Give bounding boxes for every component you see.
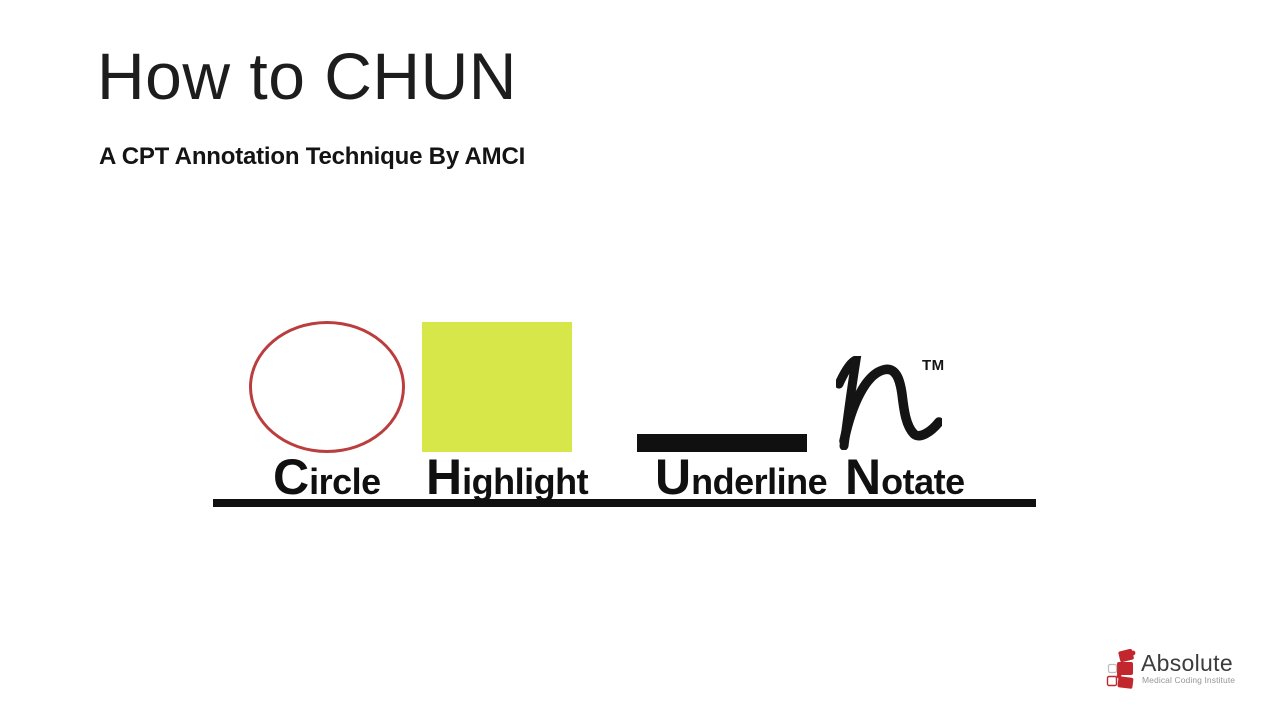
label-rest: ircle — [309, 461, 381, 502]
page-title: How to CHUN — [97, 39, 517, 113]
highlight-swatch-icon — [422, 322, 572, 452]
technique-label-notate: Notate — [845, 449, 965, 507]
brand-tagline: Medical Coding Institute — [1142, 675, 1236, 685]
label-initial: U — [655, 449, 692, 505]
brand-logo: Absolute Medical Coding Institute — [1106, 648, 1236, 694]
puzzle-piece-icon — [1106, 649, 1136, 689]
label-initial: N — [845, 449, 882, 505]
brand-name: Absolute — [1141, 650, 1233, 676]
technique-label-circle: Circle — [273, 449, 381, 507]
technique-label-underline: Underline — [655, 449, 828, 507]
script-n-icon — [836, 356, 942, 450]
trademark-symbol: TM — [922, 357, 945, 374]
label-rest: nderline — [691, 461, 828, 502]
label-initial: C — [273, 449, 310, 505]
baseline-rule — [213, 499, 1036, 507]
underline-bar-icon — [637, 434, 807, 452]
page-subtitle: A CPT Annotation Technique By AMCI — [99, 143, 526, 170]
circle-annotation-icon — [249, 321, 405, 453]
label-initial: H — [426, 449, 463, 505]
technique-label-highlight: Highlight — [426, 449, 589, 507]
label-rest: ighlight — [462, 461, 589, 502]
label-rest: otate — [881, 461, 965, 502]
